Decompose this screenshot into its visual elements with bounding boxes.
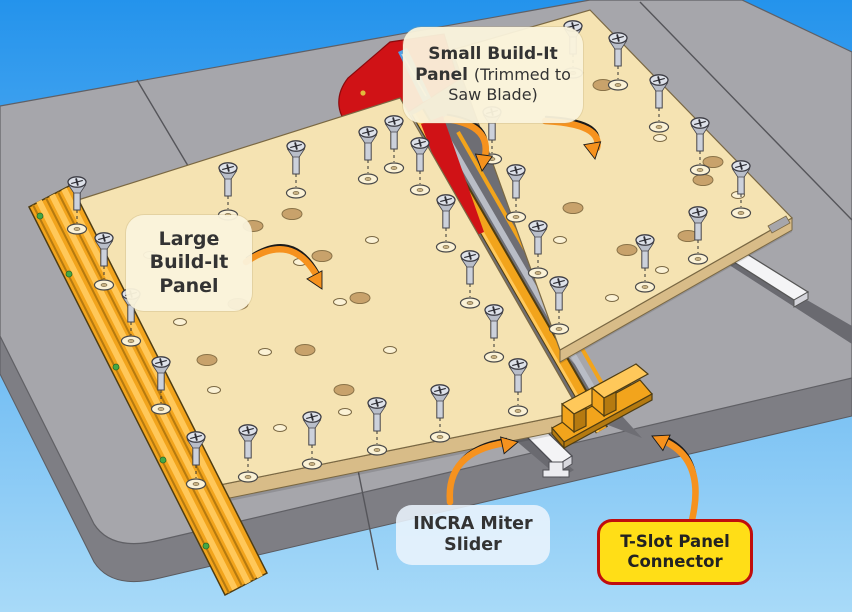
screw-and-washer — [429, 384, 451, 443]
screw-and-washer — [217, 162, 239, 221]
screw-and-washer — [93, 232, 115, 291]
screw-and-washer — [66, 176, 88, 235]
label-small-panel-title: Small Build-It Panel — [415, 43, 558, 85]
tslot-connector — [551, 363, 653, 450]
screw-and-washer — [730, 160, 752, 219]
screw-and-washer — [150, 356, 172, 415]
screw-and-washer — [634, 234, 656, 293]
label-tslot-connector: T-Slot Panel Connector — [597, 519, 753, 585]
screw-and-washer — [357, 126, 379, 185]
label-miter-slider: INCRA Miter Slider — [396, 505, 550, 565]
screw-and-washer — [548, 276, 570, 335]
screw-and-washer — [383, 115, 405, 174]
label-small-panel-note: (Trimmed to Saw Blade) — [448, 64, 571, 105]
label-large-panel: Large Build-It Panel — [126, 215, 252, 311]
screw-and-washer — [505, 164, 527, 223]
large-panel — [77, 97, 581, 506]
screw-and-washer — [185, 431, 207, 490]
screw-and-washer — [409, 137, 431, 196]
curved-arrow-icons — [242, 113, 699, 524]
curved-arrow-icon — [242, 244, 323, 290]
screw-and-washer — [689, 117, 711, 176]
track-mount-holes — [36, 212, 210, 550]
screw-and-washer — [687, 206, 709, 265]
screw-and-washer — [507, 358, 529, 417]
screw-and-washer — [527, 220, 549, 279]
panel-holes — [143, 79, 745, 432]
screw-and-washer — [285, 140, 307, 199]
screw-and-washer — [648, 74, 670, 133]
label-small-panel: Small Build-It Panel (Trimmed to Saw Bla… — [403, 27, 583, 123]
curved-arrow-icon — [651, 434, 699, 524]
screw-and-washer — [483, 304, 505, 363]
screw-and-washer — [607, 32, 629, 91]
panel-corner-notch — [767, 215, 791, 234]
screw-and-washer — [435, 194, 457, 253]
curved-arrow-icon — [446, 436, 519, 506]
screw-and-washer — [301, 411, 323, 470]
screw-and-washer — [237, 424, 259, 483]
screw-and-washer — [459, 250, 481, 309]
screw-and-washer — [366, 397, 388, 456]
